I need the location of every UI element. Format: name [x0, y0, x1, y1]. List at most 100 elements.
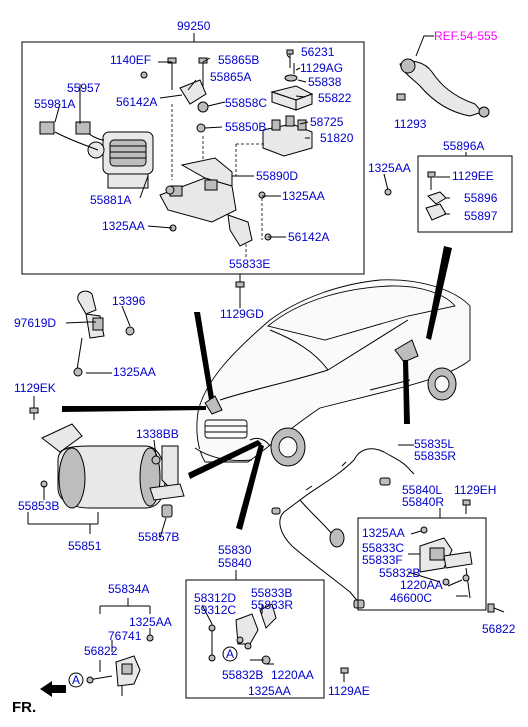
label-55833E: 55833E [229, 257, 270, 271]
label-1325AA-sensor: 1325AA [113, 365, 156, 379]
label-56822-right: 56822 [482, 622, 516, 636]
label-55832B-mid: 55832B [222, 668, 263, 682]
front-direction-indicator: FR. [12, 681, 66, 716]
label-11293: 11293 [394, 117, 427, 131]
label-13396: 13396 [112, 294, 146, 308]
label-55981A: 55981A [34, 97, 75, 111]
accumulator-tank-icon [27, 423, 185, 539]
label-55840R: 55840R [402, 495, 444, 509]
label-1140EF: 1140EF [110, 53, 151, 67]
pointer-wedges [62, 246, 452, 530]
label-55890D: 55890D [256, 169, 298, 183]
label-55830: 55830 [218, 543, 252, 557]
label-55957: 55957 [67, 81, 101, 95]
label-55833B: 55833B [251, 586, 292, 600]
label-1325AA-right-top: 1325AA [368, 161, 411, 175]
label-1325AA-rear: 1325AA [362, 526, 405, 540]
front-sensor-box [185, 579, 325, 699]
label-55865A: 55865A [210, 70, 251, 84]
assembly-leaders [54, 54, 310, 308]
label-51820: 51820 [320, 131, 354, 145]
rear-height-sensor-icon [407, 526, 473, 599]
arrow-left-icon [40, 681, 66, 697]
label-56822-left: 56822 [84, 644, 118, 658]
callout-circle-a-mid [222, 646, 238, 662]
bolt-1129AE-icon [340, 667, 349, 682]
callout-a-mid: A [226, 647, 234, 661]
label-55838: 55838 [308, 75, 342, 89]
label-55833R: 55833R [251, 598, 293, 612]
label-99250: 99250 [177, 19, 211, 33]
bolt-1129EK-icon [29, 396, 39, 420]
label-55833C: 55833C [362, 541, 404, 555]
label-56231: 56231 [301, 45, 335, 59]
label-55896A: 55896A [443, 139, 484, 153]
label-1220AA-rear: 1220AA [400, 578, 443, 592]
label-59312C: 59312C [194, 603, 236, 617]
front-height-sensor-icon [201, 603, 277, 665]
label-55896: 55896 [464, 191, 498, 205]
label-55835L: 55835L [414, 437, 454, 451]
label-55832B-rear: 55832B [379, 566, 420, 580]
label-55857B: 55857B [138, 530, 179, 544]
bolt-56822-right-icon [487, 603, 505, 613]
sensor-bracket-box [417, 155, 513, 233]
label-1129GD: 1129GD [220, 307, 264, 321]
label-1129AE: 1129AE [328, 684, 370, 698]
rear-sensor-group: 1325AA 55833C 55833F 55832B 1220AA 46600… [357, 517, 487, 611]
reference-leader [415, 35, 434, 57]
leader-1325AA-right-top [383, 173, 389, 191]
label-55851: 55851 [68, 539, 102, 553]
lower-arm-icon [396, 58, 490, 118]
label-55858C: 55858C [225, 96, 267, 110]
nut-icon [384, 188, 392, 196]
compressor-icon [39, 121, 154, 189]
label-55897: 55897 [464, 209, 498, 223]
car-illustration-icon [194, 279, 471, 467]
reference-label: REF.54-555 [434, 29, 498, 43]
label-1129AG: 1129AG [300, 61, 343, 75]
callout-a-left: A [72, 673, 80, 687]
label-55833F: 55833F [362, 553, 403, 567]
compressor-assembly-group: 99250 [21, 19, 365, 308]
label-1338BB: 1338BB [136, 427, 179, 441]
label-1325AA-clip: 1325AA [129, 615, 172, 629]
rear-sensor-box [357, 517, 487, 611]
label-1129EE: 1129EE [452, 169, 494, 183]
label-55840: 55840 [218, 556, 252, 570]
label-55834A: 55834A [108, 582, 149, 596]
bracket-icon [159, 157, 253, 247]
label-55840L: 55840L [402, 483, 442, 497]
label-55881A: 55881A [90, 193, 131, 207]
label-58725: 58725 [310, 115, 344, 129]
fr-label: FR. [12, 699, 36, 716]
label-58312D: 58312D [194, 591, 236, 605]
assembly-box [21, 41, 365, 275]
bolt-1129GD-icon [235, 281, 245, 300]
front-sensor-group: A 58312D 59312C 55833B 55833R 55832B 122… [185, 579, 325, 699]
label-1325AA-left: 1325AA [102, 219, 145, 233]
label-55850B: 55850B [225, 120, 266, 134]
label-1325AA-mid: 1325AA [248, 684, 291, 698]
sensor-bracket-group: 55896A 1129EE 55896 55897 [417, 139, 513, 233]
leader-97619D [65, 321, 89, 324]
label-55853B: 55853B [18, 499, 59, 513]
wiring-harness-icon [271, 444, 415, 609]
label-1325AA-top: 1325AA [282, 189, 325, 203]
label-56142A-top: 56142A [116, 95, 157, 109]
clip-bracket-group: A [68, 598, 154, 696]
sensor-bracket-icon [425, 171, 450, 221]
label-97619D: 97619D [14, 316, 56, 330]
label-1220AA-mid: 1220AA [271, 668, 314, 682]
height-sensor-group [73, 290, 135, 377]
label-76741: 76741 [108, 629, 142, 643]
label-1129EK: 1129EK [14, 381, 56, 395]
label-55835R: 55835R [414, 449, 456, 463]
label-1129EH: 1129EH [454, 483, 496, 497]
label-55822: 55822 [318, 91, 352, 105]
label-56142A-mid: 56142A [288, 230, 329, 244]
label-46600C: 46600C [390, 591, 432, 605]
label-55865B: 55865B [218, 53, 259, 67]
valve-block-icon [262, 74, 314, 157]
